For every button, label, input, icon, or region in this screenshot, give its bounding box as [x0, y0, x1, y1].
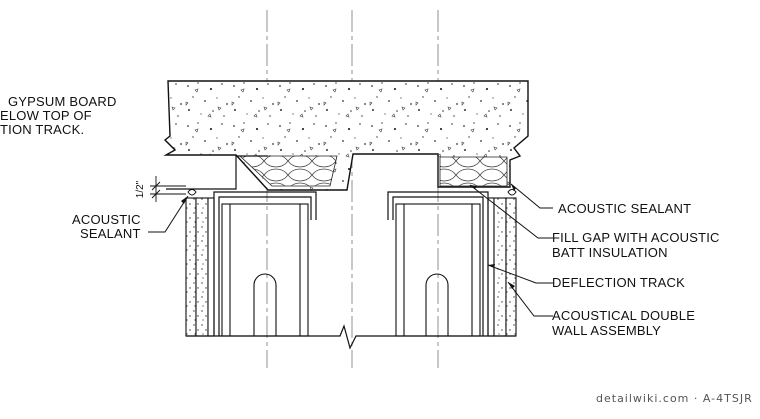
deflection-tracks [213, 191, 489, 336]
label-deflection-track: DEFLECTION TRACK [552, 275, 685, 290]
sealant-beads [187, 189, 517, 196]
dimension-text: 1/2" [135, 180, 147, 199]
left-wall-gypsum [185, 197, 215, 337]
leader-arrowheads [181, 184, 516, 289]
label-double-wall-line2: WALL ASSEMBLY [552, 323, 662, 338]
batt-insulation [238, 155, 508, 187]
label-double-wall-line1: ACOUSTICAL DOUBLE [552, 308, 696, 323]
label-fill-gap-line2: BATT INSULATION [552, 245, 668, 260]
deck-edge [166, 155, 268, 190]
leader-lines [148, 183, 553, 317]
watermark: detailwiki.com · A-4TSJR [596, 392, 753, 405]
break-line [186, 324, 516, 350]
dimension-half-inch [150, 176, 186, 202]
label-acoustic-left: ACOUSTIC [72, 212, 141, 227]
note-deflection-track-partial: TION TRACK. [0, 122, 85, 137]
note-below-top-of: ELOW TOP OF [0, 108, 92, 123]
label-fill-gap-line1: FILL GAP WITH ACOUSTIC [552, 230, 720, 245]
steel-studs [221, 203, 481, 337]
note-gypsum-board: GYPSUM BOARD [8, 94, 117, 109]
label-acoustic-sealant-right: ACOUSTIC SEALANT [558, 201, 692, 216]
label-sealant-left: SEALANT [80, 226, 141, 241]
